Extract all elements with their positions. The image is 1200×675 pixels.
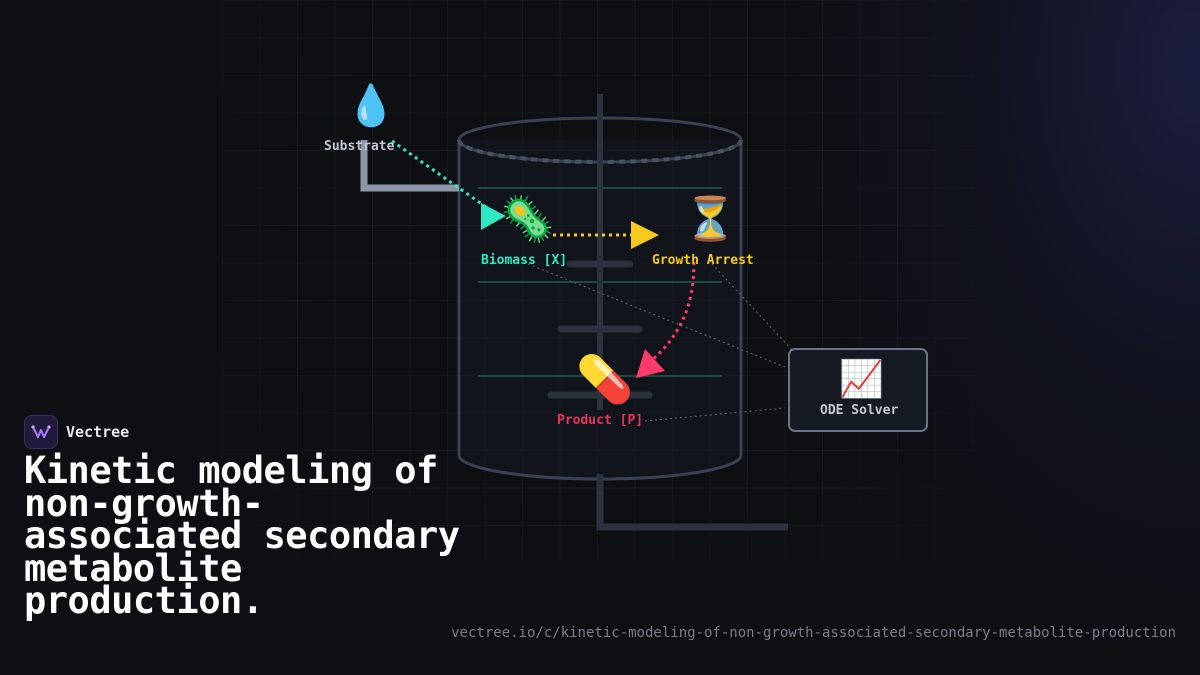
background-glow <box>780 0 1200 675</box>
solver-link-product <box>644 407 786 422</box>
ode-solver-label: ODE Solver <box>820 403 899 418</box>
solver-link-biomass <box>527 263 786 368</box>
hourglass-icon: ⏳ <box>684 194 737 243</box>
vectree-logo-icon <box>24 415 58 449</box>
brand: Vectree <box>24 415 129 449</box>
page-title: Kinetic modeling of non-growth-associate… <box>24 449 460 622</box>
page-url[interactable]: vectree.io/c/kinetic-modeling-of-non-gro… <box>451 625 1176 641</box>
substrate-flow-arrow <box>391 139 487 209</box>
product-label: Product [P] <box>557 413 644 428</box>
outlet-pipe <box>596 474 788 531</box>
substrate-feed-pipe <box>360 140 459 192</box>
pill-icon: 💊 <box>576 352 634 406</box>
biomass-inlet-arrowhead <box>481 203 506 230</box>
growth-arrest-label: Growth Arrest <box>652 253 754 268</box>
ode-solver-box: 📈 ODE Solver <box>788 348 928 432</box>
product-arrowhead <box>636 349 665 378</box>
biomass-label: Biomass [X] <box>481 253 568 268</box>
chart-increasing-icon: 📈 <box>839 359 884 400</box>
microbe-icon: 🦠 <box>500 194 555 245</box>
brand-name: Vectree <box>66 423 130 441</box>
substrate-label: Substrate <box>324 139 395 154</box>
arrest-arrowhead <box>631 221 659 249</box>
water-drop-icon: 💧 <box>346 83 396 129</box>
